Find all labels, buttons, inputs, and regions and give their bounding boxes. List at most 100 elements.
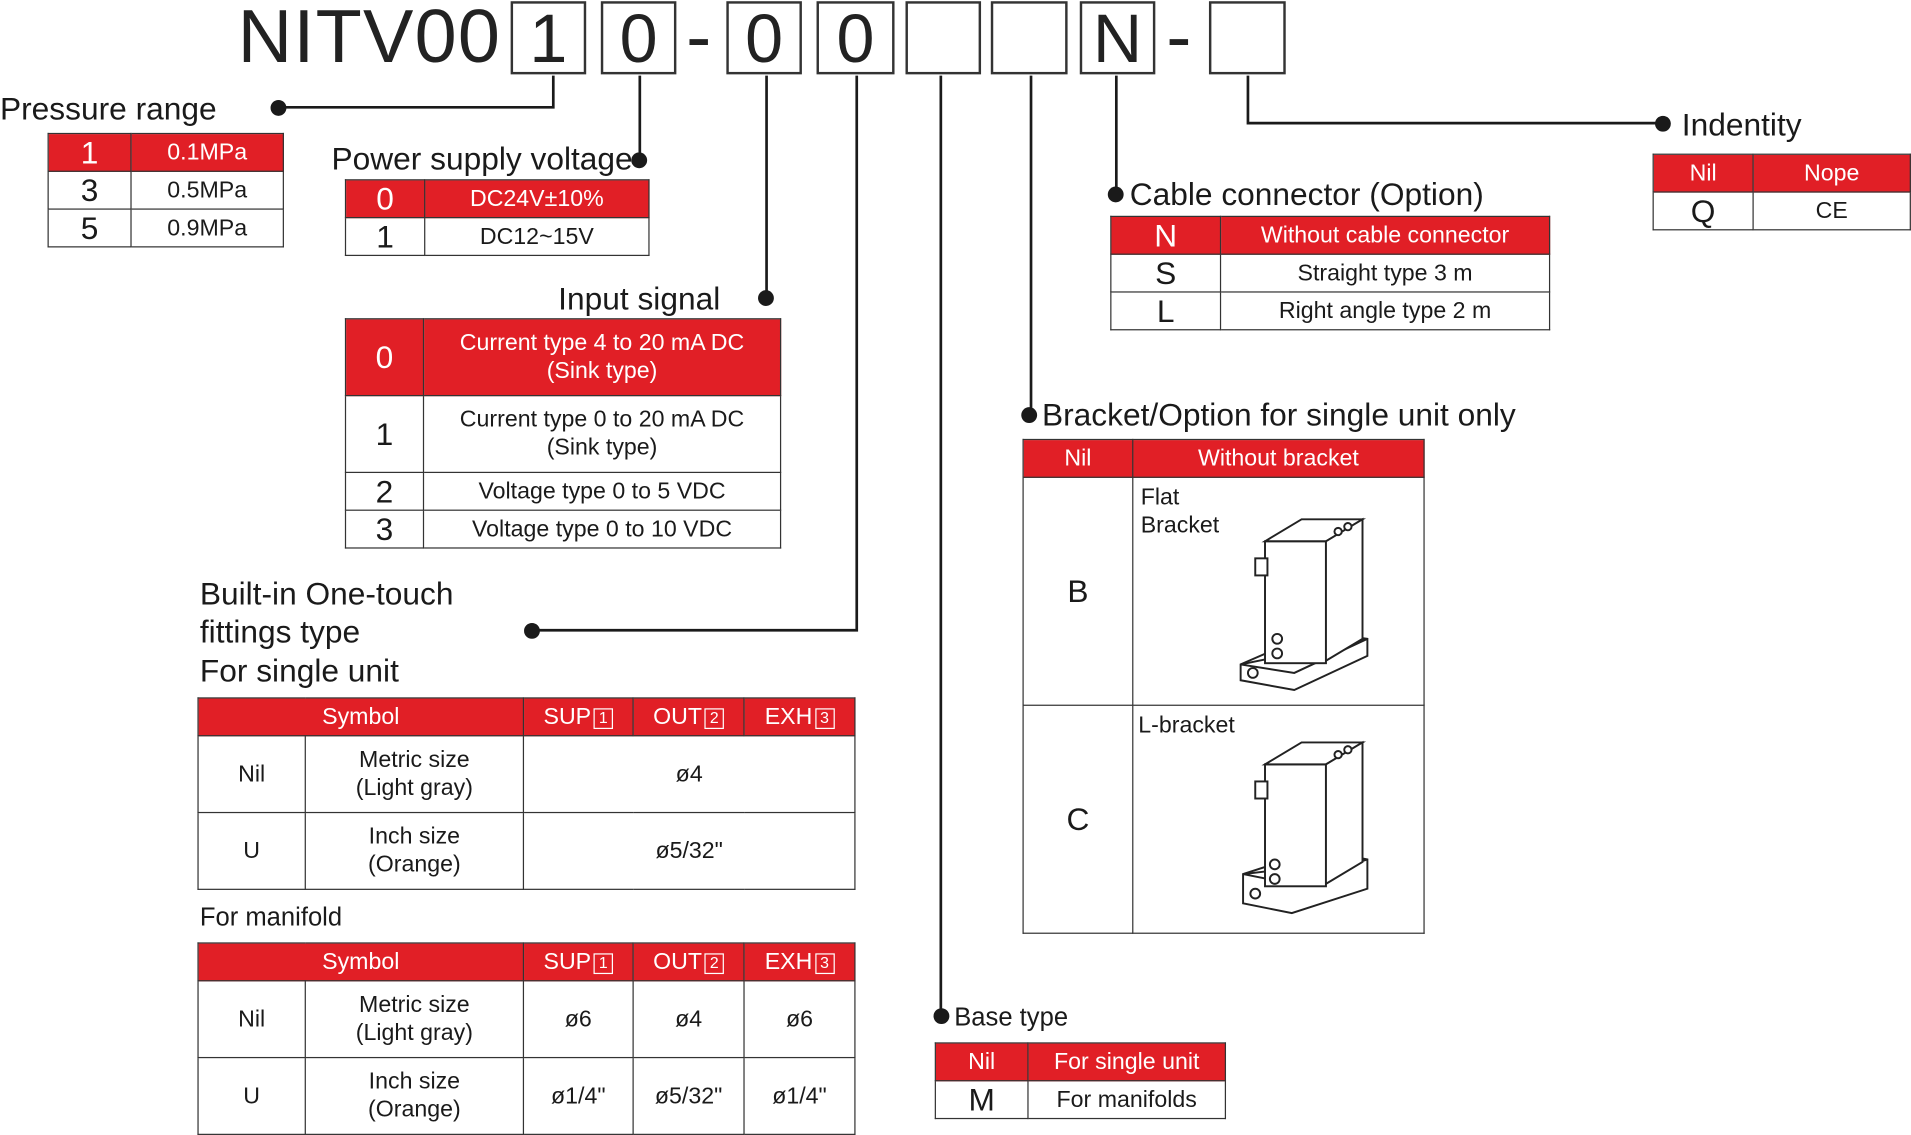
table-row: M For manifolds <box>934 1080 1227 1120</box>
code-cell: Nil <box>1022 438 1134 478</box>
table-row: 3 0.5MPa <box>47 170 284 210</box>
table-row: Q CE <box>1652 191 1911 231</box>
table-row: Nil Metric size(Light gray) ø4 <box>197 735 856 814</box>
table-row: B Flat Bracket <box>1022 476 1425 706</box>
input-signal-table: 0 Current type 4 to 20 mA DC(Sink type) … <box>344 318 782 549</box>
desc-line-2: (Orange) <box>368 1097 461 1123</box>
table-header-row: Nil Without bracket <box>1022 438 1425 478</box>
image-cell: Flat Bracket <box>1132 476 1425 706</box>
pressure-range-dot <box>270 99 287 116</box>
table-row: 1 Current type 0 to 20 mA DC(Sink type) <box>344 394 782 474</box>
sup-cell: ø1/4" <box>522 1056 634 1135</box>
exh-cell: ø1/4" <box>743 1056 856 1135</box>
size-cell: ø5/32" <box>522 811 856 890</box>
sup-cell: ø6 <box>522 980 634 1059</box>
value-cell: Voltage type 0 to 10 VDC <box>422 509 782 549</box>
code-cell: U <box>197 1056 306 1135</box>
power-supply-dot <box>631 152 648 169</box>
code-cell: 0 <box>344 179 426 219</box>
value-cell: DC24V±10% <box>424 179 650 219</box>
pressure-range-title: Pressure range <box>0 90 217 127</box>
table-row: 0 DC24V±10% <box>344 179 650 219</box>
identity-dot <box>1654 115 1671 132</box>
table-row: 5 0.9MPa <box>47 208 284 248</box>
value-line-1: Current type 4 to 20 mA DC <box>459 330 745 356</box>
value-cell: Voltage type 0 to 5 VDC <box>422 471 782 511</box>
label-line-1: L-bracket <box>1138 713 1235 739</box>
port-number-1: 1 <box>593 707 614 729</box>
code-cell: 1 <box>47 132 132 172</box>
code-cell: S <box>1110 253 1222 293</box>
value-cell: For single unit <box>1027 1042 1227 1082</box>
port-number-1: 1 <box>593 952 614 974</box>
power-supply-title: Power supply voltage <box>331 140 633 177</box>
code-cell: 0 <box>344 318 425 397</box>
code-cell: C <box>1022 704 1134 934</box>
desc-line-2: (Orange) <box>368 852 461 878</box>
l-bracket-label: L-bracket <box>1138 712 1235 740</box>
input-signal-dot <box>758 290 774 306</box>
image-cell: L-bracket <box>1132 704 1425 934</box>
value-line-2: (Sink type) <box>546 358 658 385</box>
wire-identity <box>1246 75 1663 125</box>
size-cell: ø4 <box>522 735 856 814</box>
table-row: 1 0.1MPa <box>47 132 284 172</box>
table-row: U Inch size(Orange) ø1/4" ø5/32" ø1/4" <box>197 1056 856 1135</box>
out-cell: ø5/32" <box>632 1056 745 1135</box>
label-line-1: Flat <box>1140 485 1180 511</box>
label-line-2: Bracket <box>1140 513 1220 539</box>
value-cell: 0.9MPa <box>130 208 284 248</box>
code-cell: 2 <box>344 471 425 511</box>
l-bracket-unit-icon <box>1242 740 1369 915</box>
model-box-base <box>905 1 982 75</box>
model-dash-1: - <box>686 0 712 80</box>
table-row: S Straight type 3 m <box>1110 253 1551 293</box>
code-cell: 3 <box>47 170 132 210</box>
code-cell: 5 <box>47 208 132 248</box>
header-out-label: OUT <box>653 704 703 730</box>
port-number-2: 2 <box>704 952 724 974</box>
out-cell: ø4 <box>632 980 745 1059</box>
pressure-range-table: 1 0.1MPa 3 0.5MPa 5 0.9MPa <box>47 132 284 248</box>
value-cell: CE <box>1752 191 1911 231</box>
flat-bracket-label: Flat Bracket <box>1141 484 1220 540</box>
identity-table: Nil Nope Q CE <box>1652 153 1911 231</box>
cable-title: Cable connector (Option) <box>1129 175 1484 213</box>
value-cell: Straight type 3 m <box>1219 253 1551 293</box>
code-cell: U <box>197 811 306 890</box>
header-exh-label: EXH <box>764 704 813 730</box>
table-row: 2 Voltage type 0 to 5 VDC <box>344 471 782 511</box>
model-box-fittings: 0 <box>816 1 895 75</box>
model-box-pressure: 1 <box>510 1 587 75</box>
code-cell: Nil <box>197 735 306 814</box>
code-cell: 3 <box>344 509 425 549</box>
table-row: C L-bracket <box>1022 704 1425 934</box>
code-cell: B <box>1022 476 1134 706</box>
model-dash-2: - <box>1166 0 1192 80</box>
fittings-title-line-3: For single unit <box>199 652 399 689</box>
port-number-3: 3 <box>814 952 835 974</box>
wire-pressure-range <box>277 75 555 109</box>
value-cell: For manifolds <box>1027 1080 1227 1120</box>
table-row: L Right angle type 2 m <box>1110 291 1551 331</box>
value-cell: Right angle type 2 m <box>1219 291 1551 331</box>
code-cell: Nil <box>197 980 306 1059</box>
port-number-2: 2 <box>704 707 724 729</box>
base-type-title: Base type <box>954 1003 1069 1032</box>
desc-line-1: Inch size <box>368 1069 461 1095</box>
value-cell: Current type 0 to 20 mA DC(Sink type) <box>422 394 782 474</box>
desc-cell: Inch size(Orange) <box>304 1056 525 1135</box>
value-line-2: (Sink type) <box>546 435 658 461</box>
port-number-3: 3 <box>814 707 835 729</box>
table-row: Nil For single unit <box>934 1042 1227 1082</box>
code-cell: L <box>1110 291 1222 331</box>
